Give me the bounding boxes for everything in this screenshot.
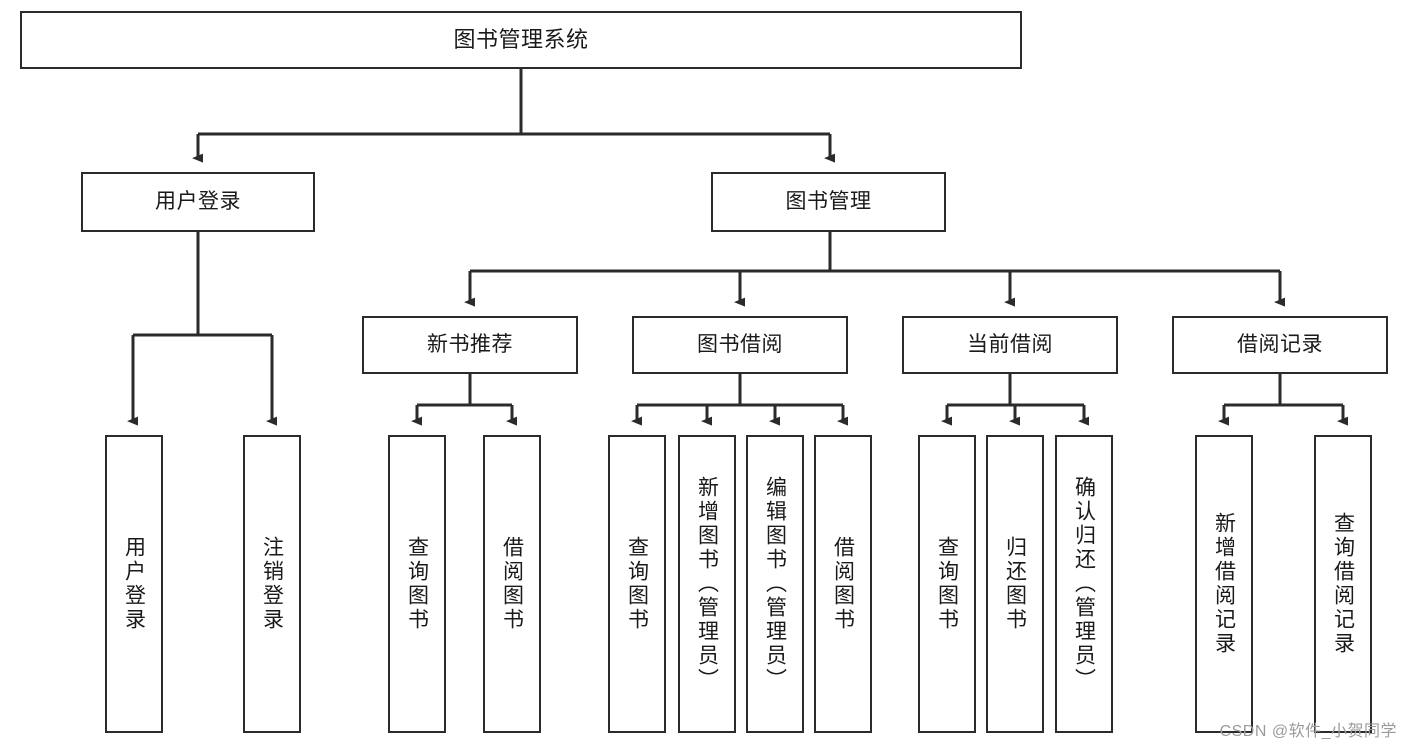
node-label: 借阅记录: [1237, 332, 1323, 356]
node-leaf-query-book-3[interactable]: 查询图书: [918, 435, 976, 733]
node-label: 借阅图书: [831, 536, 855, 632]
node-label: 新增借阅记录: [1212, 512, 1236, 656]
node-leaf-query-book-1[interactable]: 查询图书: [388, 435, 446, 733]
node-leaf-user-logout[interactable]: 注销登录: [243, 435, 301, 733]
node-label: 图书管理系统: [453, 27, 589, 53]
node-label: 新书推荐: [427, 332, 513, 356]
watermark: CSDN @软件_小贺同学: [1219, 723, 1397, 740]
node-leaf-query-record[interactable]: 查询借阅记录: [1314, 435, 1372, 733]
node-book-borrow[interactable]: 图书借阅: [632, 316, 848, 374]
node-leaf-borrow-book-1[interactable]: 借阅图书: [483, 435, 541, 733]
node-label: 查询图书: [625, 536, 649, 632]
node-label: 新增图书（管理员）: [695, 476, 719, 692]
node-leaf-confirm-return[interactable]: 确认归还（管理员）: [1055, 435, 1113, 733]
node-label: 图书借阅: [697, 332, 783, 356]
node-label: 确认归还（管理员）: [1072, 476, 1096, 692]
node-current-borrow[interactable]: 当前借阅: [902, 316, 1118, 374]
node-leaf-return-book[interactable]: 归还图书: [986, 435, 1044, 733]
node-leaf-user-login[interactable]: 用户登录: [105, 435, 163, 733]
node-leaf-edit-book[interactable]: 编辑图书（管理员）: [746, 435, 804, 733]
node-label: 编辑图书（管理员）: [763, 476, 787, 692]
node-borrow-record[interactable]: 借阅记录: [1172, 316, 1388, 374]
node-label: 归还图书: [1003, 536, 1027, 632]
node-label: 查询借阅记录: [1331, 512, 1355, 656]
node-label: 查询图书: [405, 536, 429, 632]
node-leaf-add-book[interactable]: 新增图书（管理员）: [678, 435, 736, 733]
node-root[interactable]: 图书管理系统: [20, 11, 1022, 69]
node-new-book-rec[interactable]: 新书推荐: [362, 316, 578, 374]
node-leaf-query-book-2[interactable]: 查询图书: [608, 435, 666, 733]
node-label: 用户登录: [122, 536, 146, 632]
node-book-manage[interactable]: 图书管理: [711, 172, 946, 232]
node-label: 当前借阅: [967, 332, 1053, 356]
node-leaf-borrow-book-2[interactable]: 借阅图书: [814, 435, 872, 733]
node-label: 注销登录: [260, 536, 284, 632]
node-label: 借阅图书: [500, 536, 524, 632]
node-label: 查询图书: [935, 536, 959, 632]
node-user-login[interactable]: 用户登录: [81, 172, 315, 232]
node-leaf-add-record[interactable]: 新增借阅记录: [1195, 435, 1253, 733]
node-label: 图书管理: [785, 189, 872, 213]
node-label: 用户登录: [155, 189, 241, 213]
